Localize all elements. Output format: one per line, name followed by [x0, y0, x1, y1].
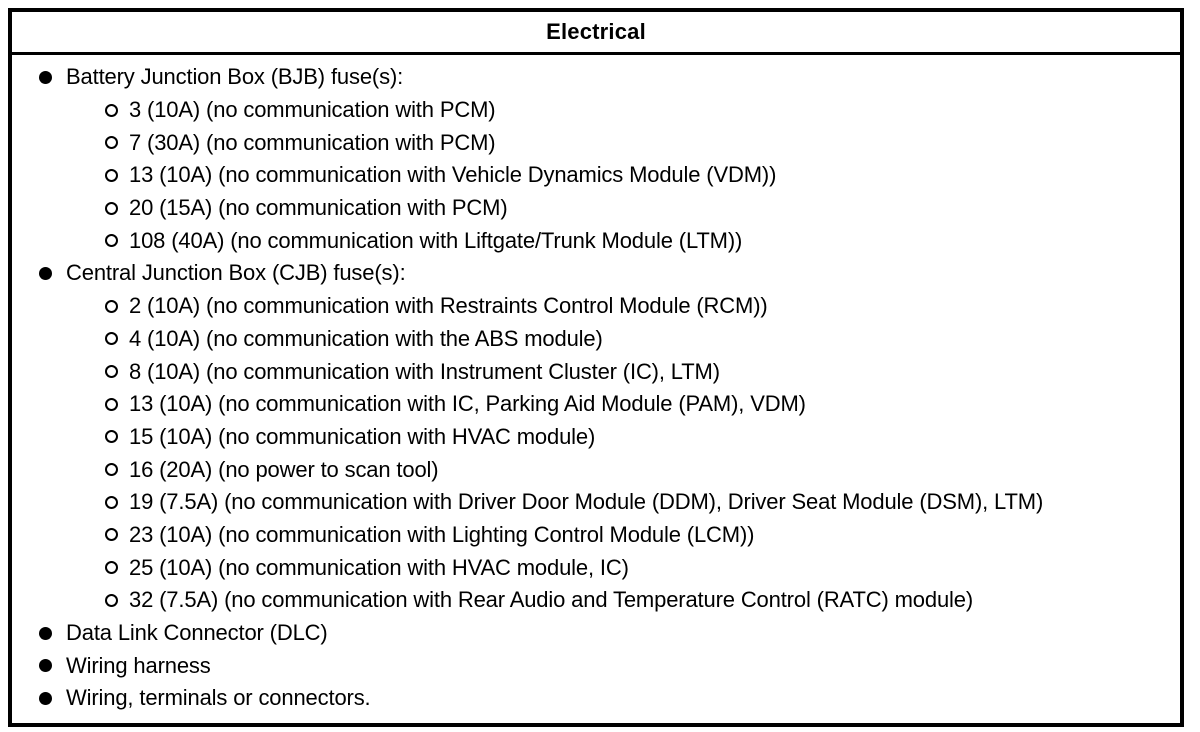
- circle-icon: [105, 365, 118, 379]
- sub-list-item-label: 7 (30A) (no communication with PCM): [129, 129, 496, 155]
- bullet-icon: [39, 691, 52, 705]
- bullet-icon: [39, 659, 52, 673]
- list-item-label: Central Junction Box (CJB) fuse(s):: [66, 260, 406, 286]
- list-item-label: Wiring, terminals or connectors.: [66, 685, 371, 711]
- sub-list-item: 7 (30A) (no communication with PCM): [12, 126, 1180, 159]
- sub-list-item-label: 13 (10A) (no communication with Vehicle …: [129, 162, 777, 188]
- sub-list-item: 15 (10A) (no communication with HVAC mod…: [12, 421, 1180, 454]
- sub-list-item: 25 (10A) (no communication with HVAC mod…: [12, 551, 1180, 584]
- sub-list-item-label: 16 (20A) (no power to scan tool): [129, 456, 439, 482]
- circle-icon: [105, 561, 118, 575]
- sub-list-item-label: 23 (10A) (no communication with Lighting…: [129, 521, 755, 547]
- circle-icon: [105, 528, 118, 542]
- list-item-label: Battery Junction Box (BJB) fuse(s):: [66, 64, 404, 90]
- sub-list-item: 13 (10A) (no communication with Vehicle …: [12, 159, 1180, 192]
- circle-icon: [105, 299, 118, 313]
- circle-icon: [105, 332, 118, 346]
- list-item-label: Data Link Connector (DLC): [66, 620, 328, 646]
- electrical-table: Electrical Battery Junction Box (BJB) fu…: [8, 8, 1184, 727]
- circle-icon: [105, 430, 118, 444]
- circle-icon: [105, 201, 118, 215]
- sub-list-item: 20 (15A) (no communication with PCM): [12, 192, 1180, 225]
- sub-list-item-label: 20 (15A) (no communication with PCM): [129, 195, 508, 221]
- sub-list-item: 2 (10A) (no communication with Restraint…: [12, 290, 1180, 323]
- list-item: Wiring harness: [12, 649, 1180, 682]
- table-header: Electrical: [12, 12, 1180, 55]
- sub-list-item: 108 (40A) (no communication with Liftgat…: [12, 224, 1180, 257]
- circle-icon: [105, 136, 118, 150]
- sub-list-item-label: 15 (10A) (no communication with HVAC mod…: [129, 423, 596, 449]
- sub-list-item: 8 (10A) (no communication with Instrumen…: [12, 355, 1180, 388]
- sub-list-item-label: 108 (40A) (no communication with Liftgat…: [129, 227, 743, 253]
- circle-icon: [105, 593, 118, 607]
- sub-list-item: 3 (10A) (no communication with PCM): [12, 94, 1180, 127]
- list-item-label: Wiring harness: [66, 652, 211, 678]
- sub-list-item-label: 4 (10A) (no communication with the ABS m…: [129, 325, 603, 351]
- sub-list-item-label: 13 (10A) (no communication with IC, Park…: [129, 391, 806, 417]
- circle-icon: [105, 495, 118, 509]
- list-item: Battery Junction Box (BJB) fuse(s):: [12, 61, 1180, 94]
- circle-icon: [105, 103, 118, 117]
- sub-list-item-label: 8 (10A) (no communication with Instrumen…: [129, 358, 720, 384]
- list-item: Wiring, terminals or connectors.: [12, 682, 1180, 715]
- bullet-icon: [39, 70, 52, 84]
- sub-list-item: 32 (7.5A) (no communication with Rear Au…: [12, 584, 1180, 617]
- sub-list-item: 13 (10A) (no communication with IC, Park…: [12, 388, 1180, 421]
- bullet-icon: [39, 626, 52, 640]
- sub-list-item: 4 (10A) (no communication with the ABS m…: [12, 323, 1180, 356]
- circle-icon: [105, 463, 118, 477]
- list-item: Data Link Connector (DLC): [12, 617, 1180, 650]
- sub-list-item-label: 19 (7.5A) (no communication with Driver …: [129, 489, 1044, 515]
- sub-list-item: 23 (10A) (no communication with Lighting…: [12, 519, 1180, 552]
- sub-list-item-label: 2 (10A) (no communication with Restraint…: [129, 293, 768, 319]
- bullet-icon: [39, 266, 52, 280]
- sub-list-item: 19 (7.5A) (no communication with Driver …: [12, 486, 1180, 519]
- page-title: Electrical: [546, 19, 646, 44]
- sub-list-item-label: 32 (7.5A) (no communication with Rear Au…: [129, 587, 974, 613]
- sub-list-item-label: 3 (10A) (no communication with PCM): [129, 97, 496, 123]
- circle-icon: [105, 168, 118, 182]
- fault-list: Battery Junction Box (BJB) fuse(s): 3 (10…: [12, 55, 1180, 715]
- list-item: Central Junction Box (CJB) fuse(s):: [12, 257, 1180, 290]
- circle-icon: [105, 397, 118, 411]
- circle-icon: [105, 234, 118, 248]
- sub-list-item-label: 25 (10A) (no communication with HVAC mod…: [129, 554, 629, 580]
- sub-list-item: 16 (20A) (no power to scan tool): [12, 453, 1180, 486]
